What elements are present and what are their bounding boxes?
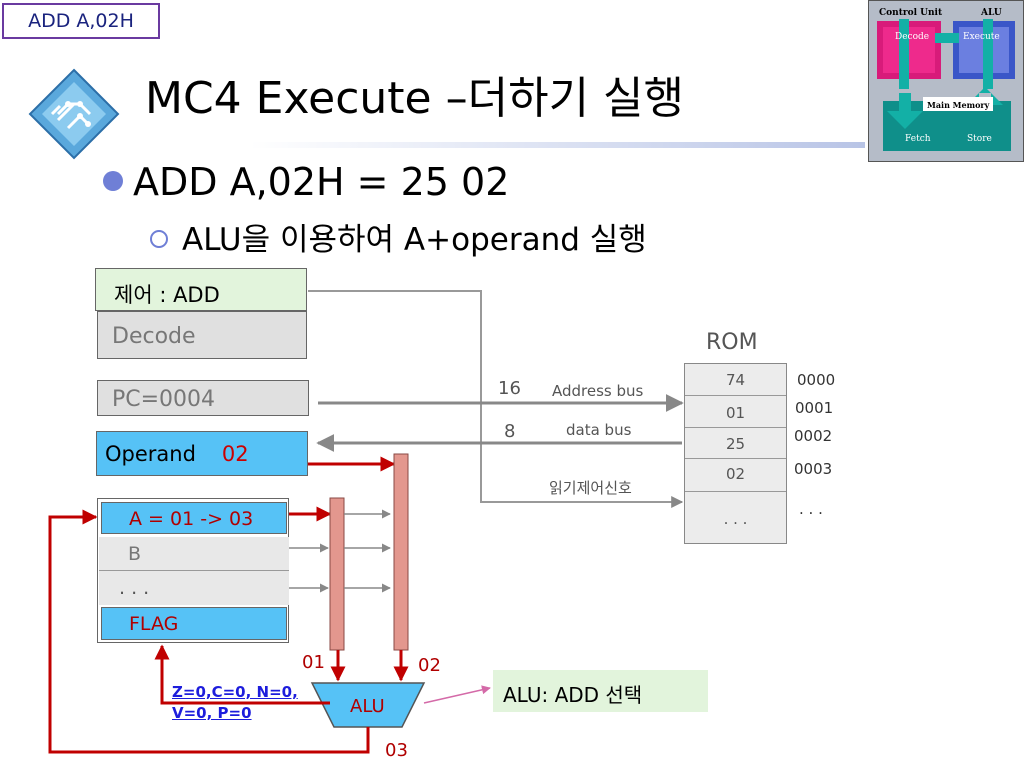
bullet1-text: ADD A,02H = 25 02	[133, 160, 510, 204]
thumbnail-main-memory-label: Main Memory	[927, 100, 990, 110]
alu-select-note: ALU: ADD 선택	[493, 670, 708, 712]
address-bus-width: 16	[498, 378, 521, 399]
rom-address: . . .	[799, 500, 823, 518]
alu-select-arrow	[423, 685, 491, 704]
register-flag: FLAG	[101, 607, 287, 640]
rom-cell: 25	[685, 428, 786, 459]
alu-output-feedback-arrow	[48, 509, 370, 754]
bullet-dot-icon	[103, 170, 123, 191]
data-bus-label: data bus	[566, 421, 632, 439]
rom-address: 0000	[797, 371, 836, 389]
read-signal-label: 읽기제어신호	[549, 479, 632, 497]
alu-output-value: 03	[385, 740, 408, 761]
bullet-ring-icon	[150, 229, 168, 248]
thumbnail-fetch-label: Fetch	[905, 134, 931, 144]
bullet-level2: ALU을 이용하여 A+operand 실행	[150, 214, 647, 259]
chip-logo-icon	[28, 68, 120, 160]
thumbnail-control-unit-label: Control Unit	[879, 8, 943, 18]
register-a: A = 01 -> 03	[101, 502, 287, 534]
title-underline-bar	[250, 142, 865, 148]
bullet2-text: ALU을 이용하여 A+operand 실행	[182, 222, 647, 258]
data-bus-width: 8	[504, 421, 516, 442]
alu-input-right-value: 02	[418, 655, 441, 676]
flags-line2: V=0, P=0	[172, 704, 252, 722]
architecture-thumbnail: Control Unit ALU Decode Execute Main Mem…	[868, 0, 1024, 162]
program-counter-box: PC=0004	[97, 380, 309, 416]
rom-cell: 01	[685, 396, 786, 428]
alu-input-left-value: 01	[302, 652, 325, 673]
rom-cell: 02	[685, 459, 786, 492]
flags-line1: Z=0,C=0, N=0,	[172, 683, 298, 701]
slide-tag: ADD A,02H	[2, 3, 160, 39]
rom-block: 74 01 25 02 . . .	[684, 363, 787, 544]
right-bus-bar	[393, 453, 409, 651]
read-control-line	[308, 290, 684, 508]
left-bus-bar	[329, 497, 345, 651]
operand-value: 02	[221, 442, 249, 466]
alu-unit	[310, 682, 426, 728]
operand-label: Operand	[105, 442, 196, 466]
register-ellipsis: . . .	[99, 571, 289, 605]
register-b: B	[99, 537, 289, 571]
rom-cell: 74	[685, 364, 786, 396]
control-box: 제어 : ADD	[95, 268, 307, 311]
thumbnail-decode-label: Decode	[895, 32, 929, 42]
rom-title: ROM	[706, 330, 758, 355]
decode-box: Decode	[97, 311, 307, 359]
flags-result: Z=0,C=0, N=0, V=0, P=0	[172, 682, 298, 724]
rom-address: 0003	[794, 460, 833, 478]
rom-address: 0001	[795, 399, 834, 417]
architecture-thumbnail-graphic: Control Unit ALU Decode Execute Main Mem…	[869, 1, 1023, 161]
rom-address: 0002	[794, 427, 833, 445]
bullet-level1: ADD A,02H = 25 02	[103, 160, 509, 204]
thumbnail-alu-label: ALU	[980, 8, 1002, 18]
address-bus-label: Address bus	[552, 382, 644, 400]
operand-register: Operand 02	[96, 431, 308, 476]
alu-label: ALU	[350, 696, 385, 717]
flag-feedback-arrow	[154, 644, 330, 705]
rom-cell: . . .	[723, 510, 748, 528]
thumbnail-store-label: Store	[967, 134, 992, 144]
thumbnail-execute-label: Execute	[963, 32, 1000, 42]
slide-title: MC4 Execute –더하기 실행	[145, 73, 684, 124]
